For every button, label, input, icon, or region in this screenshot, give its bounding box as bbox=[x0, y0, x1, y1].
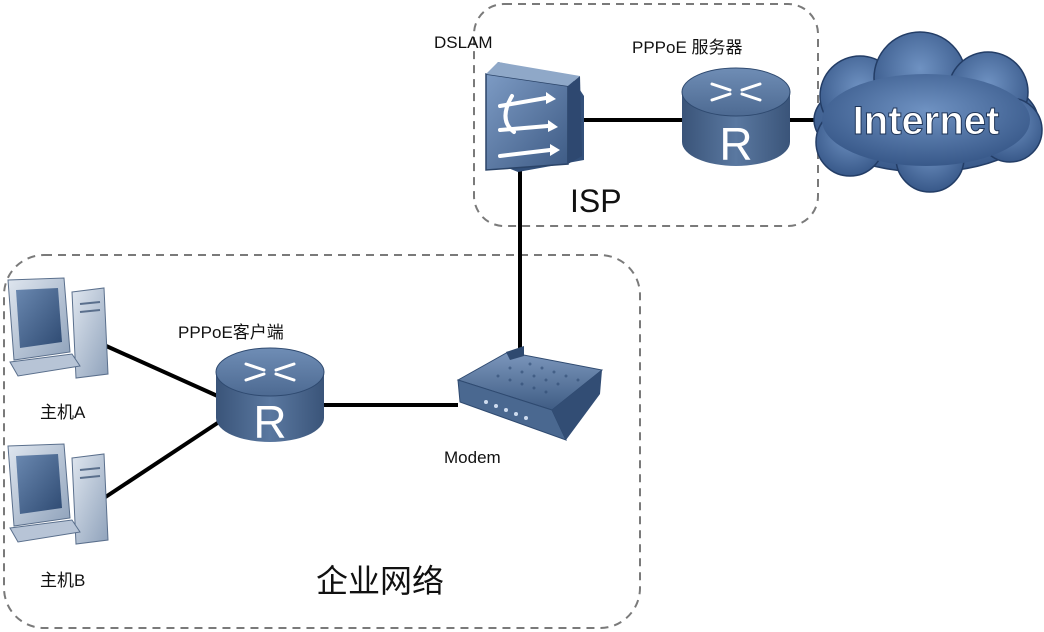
pppoe-server-label: PPPoE 服务器 bbox=[632, 38, 743, 57]
link-hosta-client bbox=[103, 343, 223, 400]
isp-label: ISP bbox=[570, 183, 622, 219]
link-hostb-client bbox=[102, 418, 224, 500]
enterprise-region bbox=[3, 254, 641, 629]
pppoe-client-label: PPPoE客户端 bbox=[178, 323, 284, 342]
pppoe-client-router bbox=[215, 347, 325, 442]
client-router-glyph: R bbox=[253, 396, 286, 448]
internet-label: Internet bbox=[853, 99, 1000, 143]
host-a-computer bbox=[7, 277, 109, 379]
modem-device bbox=[456, 346, 604, 441]
enterprise-network-label: 企业网络 bbox=[316, 563, 445, 599]
host-a-label: 主机A bbox=[40, 403, 86, 422]
dslam-device bbox=[485, 62, 584, 172]
dslam-label: DSLAM bbox=[434, 33, 493, 52]
server-router-glyph: R bbox=[719, 118, 752, 170]
host-b-computer bbox=[7, 443, 109, 545]
host-b-label: 主机B bbox=[40, 571, 86, 590]
links bbox=[102, 118, 822, 500]
modem-label: Modem bbox=[444, 448, 501, 467]
pppoe-server-router bbox=[681, 67, 791, 166]
internet-cloud bbox=[813, 31, 1043, 193]
